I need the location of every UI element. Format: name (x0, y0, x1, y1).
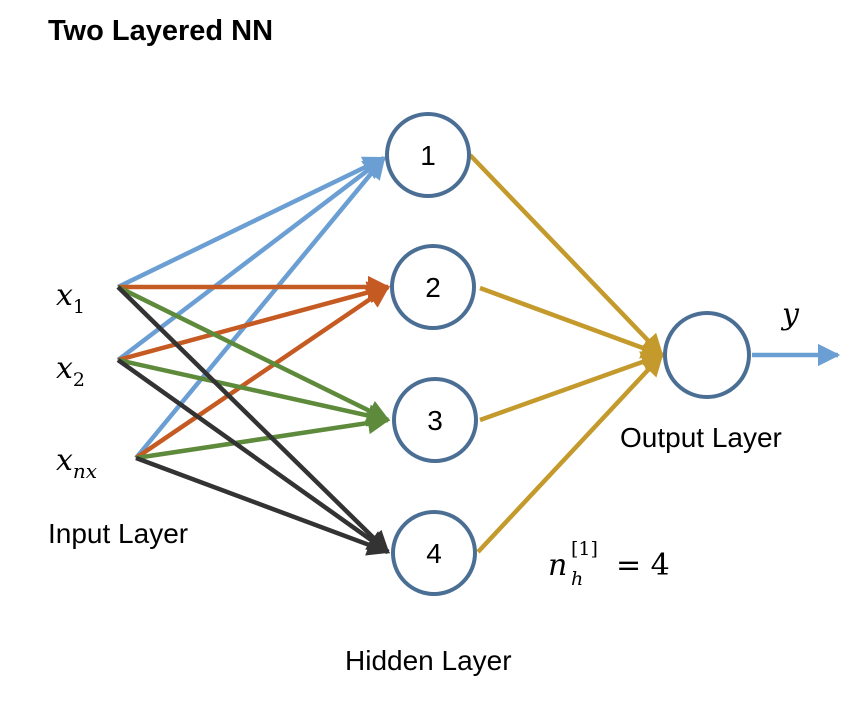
edge-h2-out (479, 285, 665, 359)
edge-x2-h4 (116, 358, 390, 554)
edge-x1-h1 (117, 155, 387, 290)
hidden-node-3: 3 (392, 377, 478, 463)
hidden-layer-label: Hidden Layer (345, 645, 512, 676)
edges-to-hidden-3 (117, 284, 391, 461)
diagram-title: Two Layered NN (48, 15, 273, 47)
input-x2: x2 (56, 351, 85, 391)
hidden-node-1-label: 1 (420, 140, 436, 171)
edge-xnx-h2 (134, 285, 390, 460)
hidden-node-2-label: 2 (425, 272, 441, 303)
hidden-node-3-label: 3 (427, 405, 443, 436)
output-node (663, 311, 751, 399)
input-xnx: xnx (56, 443, 97, 483)
edge-h1-out (468, 153, 664, 357)
edge-xnx-h1 (134, 156, 386, 460)
input-x1: x1 (56, 278, 85, 318)
edges-to-hidden-1 (116, 155, 387, 460)
edge-h4-out (476, 353, 664, 554)
input-layer: x1 x2 xnx (56, 278, 97, 483)
edge-x2-h2 (117, 281, 391, 363)
output-var-y: y (780, 297, 800, 332)
edge-x1-h4 (116, 285, 390, 554)
edge-x1-h3 (117, 284, 391, 423)
edge-x2-h3 (117, 357, 391, 427)
edge-xnx-h4 (135, 455, 391, 556)
edges-to-hidden-4 (116, 285, 391, 556)
edge-h3-out (479, 351, 665, 423)
edge-xnx-h3 (135, 411, 391, 461)
hidden-layer: 1 2 3 4 (385, 112, 478, 596)
hidden-node-4: 4 (391, 510, 477, 596)
input-layer-label: Input Layer (48, 518, 188, 549)
hidden-node-2: 2 (390, 244, 476, 330)
edge-x2-h1 (116, 156, 386, 362)
edges-to-output (468, 153, 665, 554)
output-layer-label: Output Layer (620, 422, 782, 453)
hidden-node-4-label: 4 (426, 538, 442, 569)
hidden-units-annotation: n[1]h= 4 (548, 538, 670, 590)
edges-to-hidden-2 (117, 275, 391, 460)
hidden-node-1: 1 (385, 112, 471, 198)
